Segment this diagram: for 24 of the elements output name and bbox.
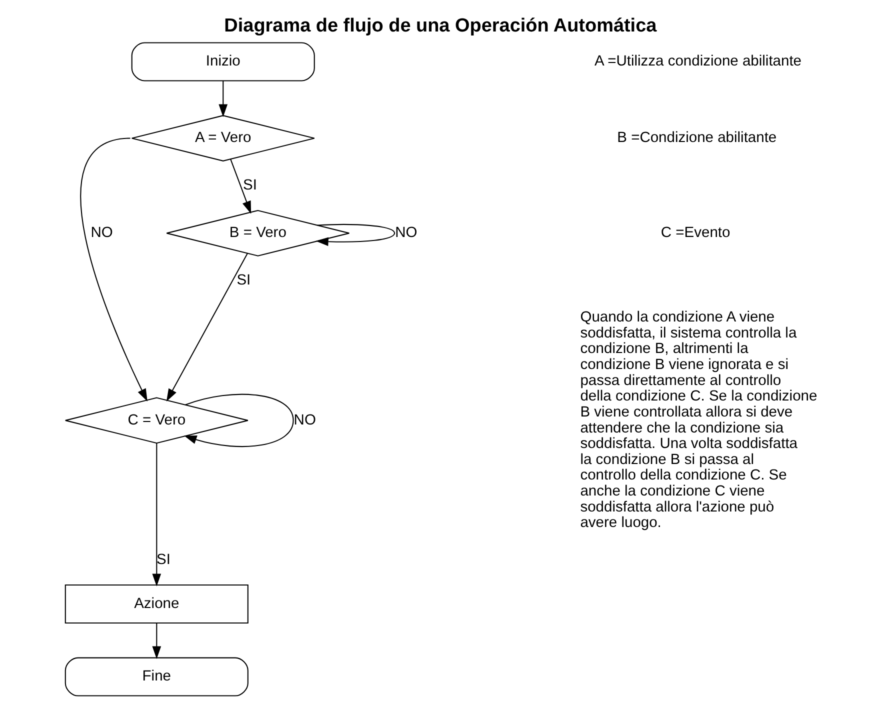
edge-label: NO bbox=[394, 224, 417, 241]
arrow bbox=[218, 80, 228, 116]
arrow bbox=[166, 252, 248, 401]
diagram-title: Diagrama de flujo de una Operación Automática bbox=[224, 15, 656, 36]
label: Quando la condizione A viene soddisfatta, il sistema controlla la condizione B, altrimenti la condizione B viene ignorata e si passa direttamente al controllo della condizione C. Se la condizione B viene controllata allora si deve attendere che la condizione sia soddisfatta. Una volta soddisfatta la condizione B si passa al controllo della condizione C. Se anche la condizione C viene soddisfatta allora l'azione può avere luogo. bbox=[580, 308, 817, 531]
edge-label: NO bbox=[90, 224, 112, 241]
node-diamond: A = Vero bbox=[130, 114, 314, 161]
node-box: Inizio bbox=[130, 42, 314, 81]
edge-label: SI bbox=[156, 552, 170, 568]
arrow bbox=[152, 442, 161, 586]
node-diamond: B = Vero bbox=[166, 209, 350, 256]
label: C =Evento bbox=[660, 224, 730, 241]
arrow bbox=[80, 137, 147, 401]
edge-label: SI bbox=[236, 272, 250, 288]
arrow bbox=[184, 393, 294, 447]
arrow bbox=[315, 223, 395, 246]
node-box: Fine bbox=[64, 656, 248, 696]
arrow bbox=[230, 158, 251, 214]
edge-label: NO bbox=[293, 412, 316, 428]
edge-label: SI bbox=[242, 177, 256, 194]
node-box: Azione bbox=[64, 584, 248, 624]
arrow bbox=[152, 622, 161, 658]
label: A =Utilizza condizione abilitante bbox=[594, 53, 802, 70]
label: B =Condizione abilitante bbox=[616, 130, 776, 146]
